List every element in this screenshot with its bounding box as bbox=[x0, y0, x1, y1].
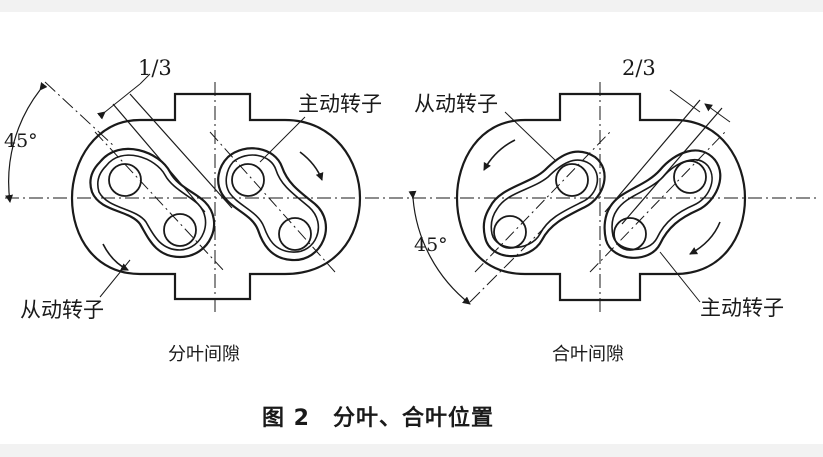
left-driving-rotor-label: 主动转子 bbox=[298, 92, 382, 116]
right-driven-rotor bbox=[482, 150, 606, 258]
right-view-subtitle: 合叶间隙 bbox=[552, 344, 624, 365]
left-angle-label: 45° bbox=[4, 130, 38, 152]
figure-caption: 图 2 分叶、合叶位置 bbox=[262, 406, 494, 431]
left-driving-rotor bbox=[217, 147, 327, 262]
right-gap-fraction-label: 2/3 bbox=[622, 56, 656, 80]
right-angle-label: 45° bbox=[414, 234, 448, 256]
left-casing bbox=[70, 92, 362, 301]
left-view bbox=[5, 73, 410, 312]
right-driving-rotor bbox=[603, 149, 722, 259]
figure-canvas: 1/3 45° 主动转子 从动转子 分叶间隙 2/3 45° 从动转子 主动转子… bbox=[0, 12, 823, 444]
right-casing bbox=[455, 92, 747, 302]
right-view bbox=[408, 82, 820, 312]
right-driving-rotor-label: 主动转子 bbox=[700, 296, 784, 320]
left-driven-rotor-label: 从动转子 bbox=[20, 298, 104, 322]
left-view-subtitle: 分叶间隙 bbox=[168, 344, 240, 365]
diagram-drawing bbox=[5, 73, 820, 312]
left-gap-fraction-label: 1/3 bbox=[138, 56, 172, 80]
right-driven-rotor-label: 从动转子 bbox=[414, 92, 498, 116]
